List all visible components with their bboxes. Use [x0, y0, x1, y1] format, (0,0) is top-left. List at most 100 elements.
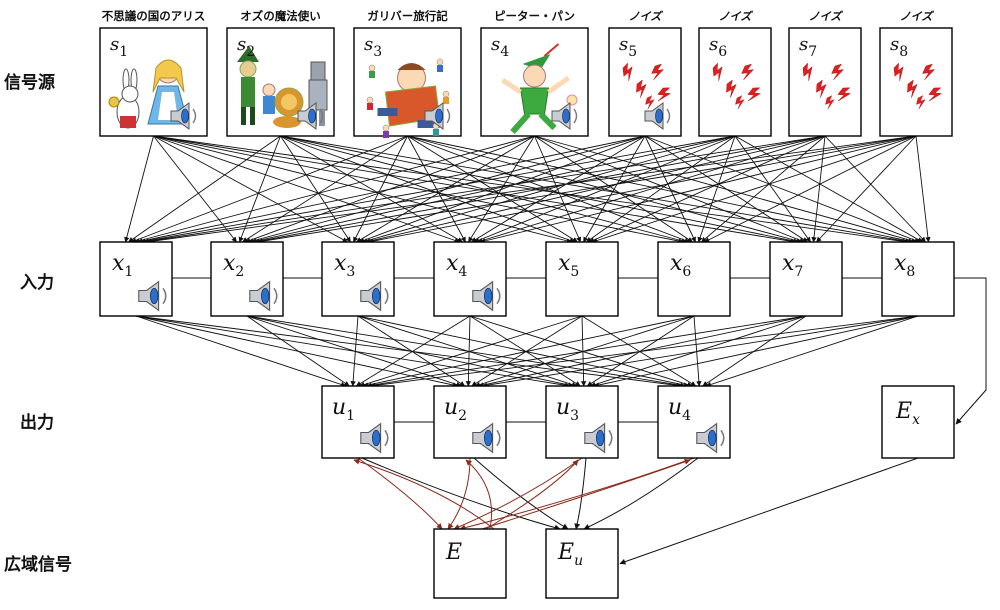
edge-s5-x4 [471, 135, 646, 243]
edge-s6-x4 [473, 135, 736, 243]
source-variable: s6 [709, 34, 727, 60]
lightning-noise [712, 62, 761, 110]
input-node-x4: x4 [433, 241, 507, 317]
input-node-x6: x6 [657, 241, 731, 317]
edge-E-to-u3 [485, 459, 579, 530]
source-caption: ピーター・パン [494, 9, 575, 23]
edge-x8-to-ex [954, 277, 987, 425]
source-caption: ノイズ [629, 10, 664, 23]
source-caption: ガリバー旅行記 [367, 9, 448, 23]
input-box [210, 241, 284, 317]
edge-u4-to-E [459, 457, 695, 531]
edge-x8-u2 [481, 315, 919, 388]
edge-x4-u1 [355, 315, 471, 387]
input-box [99, 241, 173, 317]
lightning-bolt [636, 79, 647, 98]
edge-s1-x5 [153, 135, 573, 244]
lightning-bolt [893, 62, 904, 81]
input-to-output-edges [135, 315, 919, 389]
edge-s7-x3 [364, 135, 826, 244]
edge-s3-x1 [130, 135, 408, 243]
edge-x8-u4 [705, 315, 919, 388]
row-label-sources: 信号源 [4, 72, 55, 93]
source-caption: ノイズ [809, 10, 844, 23]
edge-s8-x1 [145, 135, 917, 245]
edge-x6-u1 [362, 315, 695, 388]
source-variable: s3 [364, 34, 382, 60]
input-node-x5: x5 [545, 241, 619, 317]
speaker-icon [551, 102, 578, 130]
global-box [545, 528, 619, 599]
input-variable: x8 [894, 251, 915, 280]
input-variable: x2 [223, 251, 244, 280]
edge-u2-to-Eu [473, 457, 569, 530]
edge-x2-u3 [246, 315, 574, 388]
input-variable: x3 [334, 251, 355, 280]
source-box [879, 27, 953, 137]
edge-s8-x6 [704, 135, 917, 243]
edge-u3-to-Eu [574, 457, 587, 530]
input-box [769, 241, 843, 317]
ex-node: Ex [881, 385, 955, 459]
lightning-bolt [645, 95, 655, 110]
input-variable: x6 [670, 251, 691, 280]
edge-u3-to-E [453, 457, 583, 530]
edge-E-to-u1 [353, 458, 495, 530]
edge-x7-u1 [366, 315, 807, 388]
edge-s7-x4 [476, 135, 826, 244]
input-box [545, 241, 619, 317]
input-box [657, 241, 731, 317]
edge-s5-x2 [247, 135, 646, 244]
input-node-x7: x7 [769, 241, 843, 317]
edge-x2-u1 [246, 315, 350, 387]
input-variable: x5 [558, 251, 579, 280]
edge-ex-to-Eu [619, 457, 919, 565]
edge-x3-u1 [350, 315, 359, 387]
edge-x4-u3 [469, 315, 581, 387]
source-caption: 不思議の国のアリス [102, 9, 206, 23]
edge-x5-u1 [359, 315, 583, 388]
lightning-bolt [816, 79, 827, 98]
input-node-x8: x8 [881, 241, 955, 317]
output-box [321, 385, 395, 459]
lightning-noise [802, 62, 851, 110]
lightning-bolt [735, 95, 745, 110]
input-box [881, 241, 955, 317]
global-variable: E [445, 540, 462, 565]
edge-s3-x3 [353, 135, 408, 243]
edge-s1-x4 [153, 135, 461, 243]
input-box [321, 241, 395, 317]
source-to-input-edges [124, 135, 931, 245]
edge-x1-u2 [135, 315, 459, 388]
ex-box [881, 385, 955, 459]
lightning-bolt [747, 87, 761, 102]
edge-s2-x2 [238, 135, 281, 243]
edge-s3-x2 [242, 135, 408, 243]
edge-s6-x6 [697, 135, 736, 243]
edge-s8-x8 [915, 135, 931, 243]
input-variable: x1 [112, 251, 133, 280]
input-lateral-edges [172, 277, 987, 425]
row-label-inputs: 入力 [20, 272, 54, 293]
edge-s6-x3 [361, 135, 736, 244]
speaker-icon [472, 280, 501, 312]
output-node-u3: u3 [545, 385, 619, 459]
edge-s2-x4 [280, 135, 463, 243]
edge-x3-u4 [357, 315, 690, 388]
source-box [788, 27, 862, 137]
lightning-bolt [922, 63, 936, 81]
edge-x1-u1 [135, 315, 347, 388]
speaker-icon [424, 102, 451, 130]
lightning-bolt [916, 95, 926, 110]
source-caption: ノイズ [900, 10, 935, 23]
peter-pan-illustration [501, 43, 578, 134]
edge-s6-x1 [139, 135, 736, 244]
input-node-x2: x2 [210, 241, 284, 317]
edge-s2-x1 [128, 135, 281, 243]
source-caption: ノイズ [719, 10, 754, 23]
